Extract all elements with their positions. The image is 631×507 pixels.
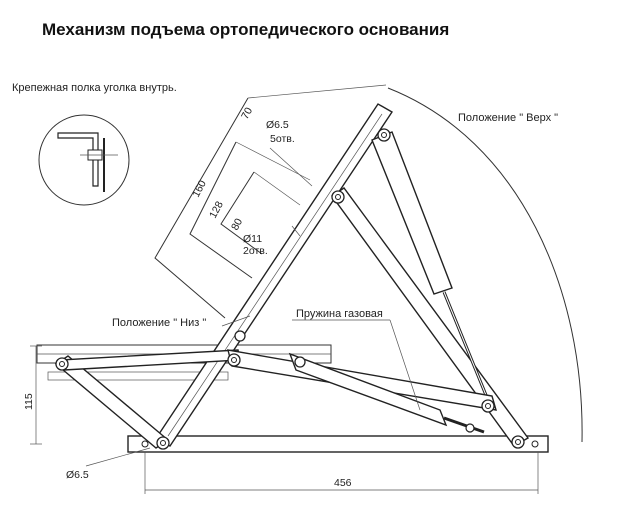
dim-hole-small-count: 2отв. [243, 245, 268, 257]
dim-hole-small: Ø11 [243, 233, 262, 245]
pivot-pin [485, 403, 491, 409]
main-lever [153, 103, 393, 447]
dim-456: 456 [334, 477, 352, 489]
dim-hole-large-count: 5отв. [270, 133, 295, 145]
page-title: Механизм подъема ортопедического основан… [42, 20, 450, 39]
position-bottom-label: Положение " Низ " [112, 317, 206, 329]
dim-70: 70 [239, 105, 255, 121]
top-position-frame [154, 84, 387, 319]
leaders [85, 147, 421, 467]
pivot-pin [59, 361, 65, 367]
pivot-pin [234, 330, 246, 342]
dim-128: 128 [207, 199, 226, 220]
gas-spring-label: Пружина газовая [296, 308, 383, 320]
base-rail [127, 435, 549, 453]
dim-pivot-hole: Ø6.5 [66, 469, 89, 481]
lower-gas-spring [288, 352, 485, 434]
dimension-lines [30, 345, 539, 494]
dim-115: 115 [23, 393, 35, 410]
mount-detail-circle [38, 114, 130, 206]
pivot-pin [515, 439, 521, 445]
pivot-pin [381, 132, 387, 138]
pivot-pin [465, 423, 475, 433]
position-top-label: Положение " Верх " [458, 112, 558, 124]
pivot-pin [231, 357, 237, 363]
pivot-pin [160, 440, 166, 446]
pivot-pins [55, 128, 525, 450]
pivot-pin [294, 356, 306, 368]
dim-160: 160 [190, 178, 209, 199]
mount-note: Крепежная полка уголка внутрь. [12, 82, 177, 94]
angle-profile [57, 132, 99, 187]
pivot-pin [335, 194, 341, 200]
dim-80: 80 [229, 216, 245, 232]
mount-detail [38, 114, 130, 206]
dim-hole-large: Ø6.5 [266, 119, 289, 131]
swing-arc [387, 87, 583, 443]
